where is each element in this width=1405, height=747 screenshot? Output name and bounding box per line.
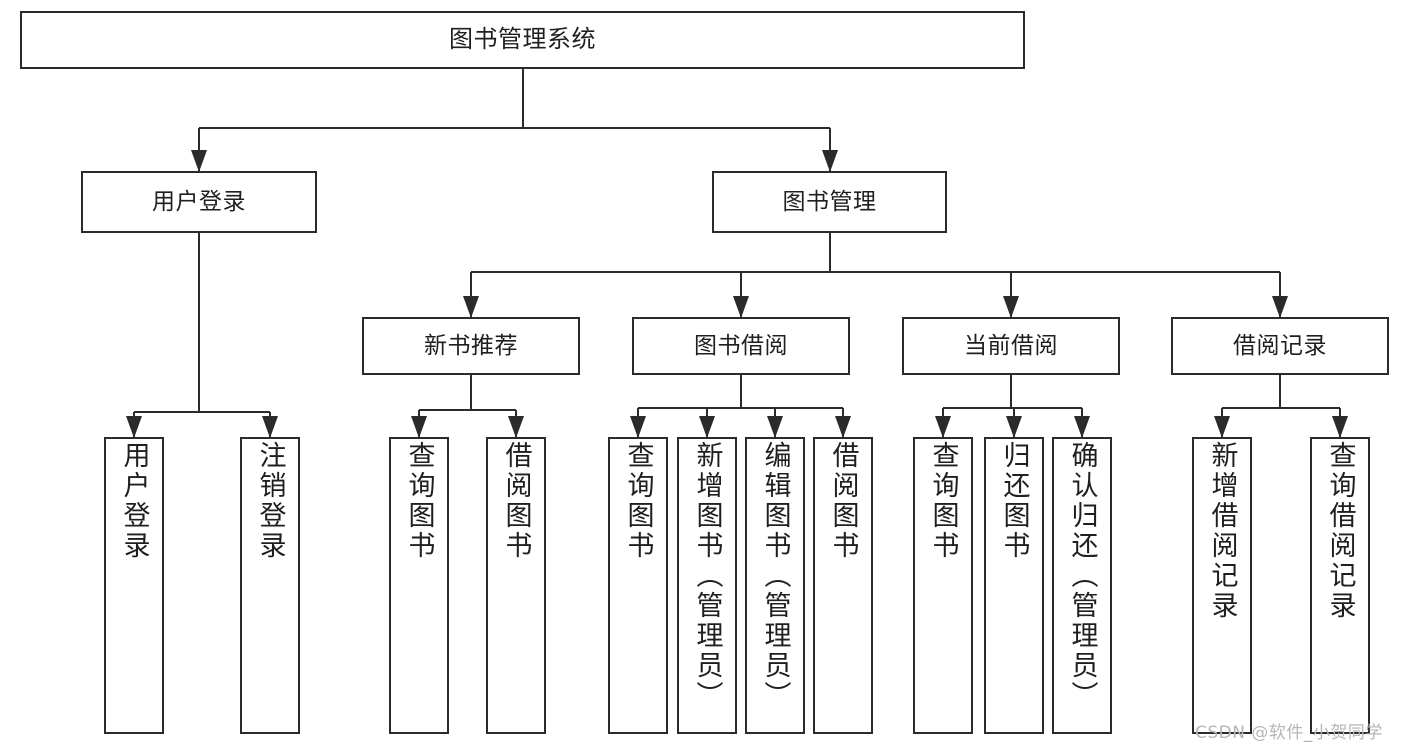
node-label: 借阅图书 (500, 441, 532, 561)
node-leaf-add-record[interactable]: 新增借阅记录 (1192, 437, 1252, 734)
node-label: 当前借阅 (964, 332, 1058, 359)
node-new-book-rec[interactable]: 新书推荐 (362, 317, 580, 375)
node-label: 查询借阅记录 (1324, 441, 1356, 621)
node-label: 查询图书 (927, 441, 959, 561)
node-label: 新增借阅记录 (1206, 441, 1238, 621)
node-leaf-confirm-return[interactable]: 确认归还（管理员） (1052, 437, 1112, 734)
node-label: 注销登录 (254, 441, 286, 561)
node-leaf-user-logout[interactable]: 注销登录 (240, 437, 300, 734)
node-label: 查询图书 (403, 441, 435, 561)
node-leaf-edit-book[interactable]: 编辑图书（管理员） (745, 437, 805, 734)
node-label: 归还图书 (998, 441, 1030, 561)
node-label: 新书推荐 (424, 332, 518, 359)
node-label: 确认归还（管理员） (1066, 441, 1098, 711)
node-label: 用户登录 (118, 441, 150, 561)
node-current-borrow[interactable]: 当前借阅 (902, 317, 1120, 375)
node-label: 图书管理 (782, 188, 877, 215)
node-label: 图书管理系统 (449, 25, 596, 54)
node-leaf-query-record[interactable]: 查询借阅记录 (1310, 437, 1370, 734)
node-label: 新增图书（管理员） (691, 441, 723, 711)
node-user-login[interactable]: 用户登录 (81, 171, 317, 233)
node-root[interactable]: 图书管理系统 (20, 11, 1025, 69)
node-label: 查询图书 (622, 441, 654, 561)
node-leaf-query-book-3[interactable]: 查询图书 (913, 437, 973, 734)
node-leaf-borrow-book-1[interactable]: 借阅图书 (486, 437, 546, 734)
node-borrow-record[interactable]: 借阅记录 (1171, 317, 1389, 375)
node-leaf-return-book[interactable]: 归还图书 (984, 437, 1044, 734)
node-label: 编辑图书（管理员） (759, 441, 791, 711)
node-leaf-add-book[interactable]: 新增图书（管理员） (677, 437, 737, 734)
node-label: 用户登录 (152, 188, 246, 215)
node-label: 借阅图书 (827, 441, 859, 561)
node-label: 图书借阅 (694, 332, 788, 359)
node-leaf-query-book-2[interactable]: 查询图书 (608, 437, 668, 734)
node-label: 借阅记录 (1233, 332, 1327, 359)
node-leaf-user-login[interactable]: 用户登录 (104, 437, 164, 734)
node-leaf-query-book-1[interactable]: 查询图书 (389, 437, 449, 734)
node-book-manage[interactable]: 图书管理 (712, 171, 947, 233)
node-leaf-borrow-book-2[interactable]: 借阅图书 (813, 437, 873, 734)
node-book-borrow[interactable]: 图书借阅 (632, 317, 850, 375)
